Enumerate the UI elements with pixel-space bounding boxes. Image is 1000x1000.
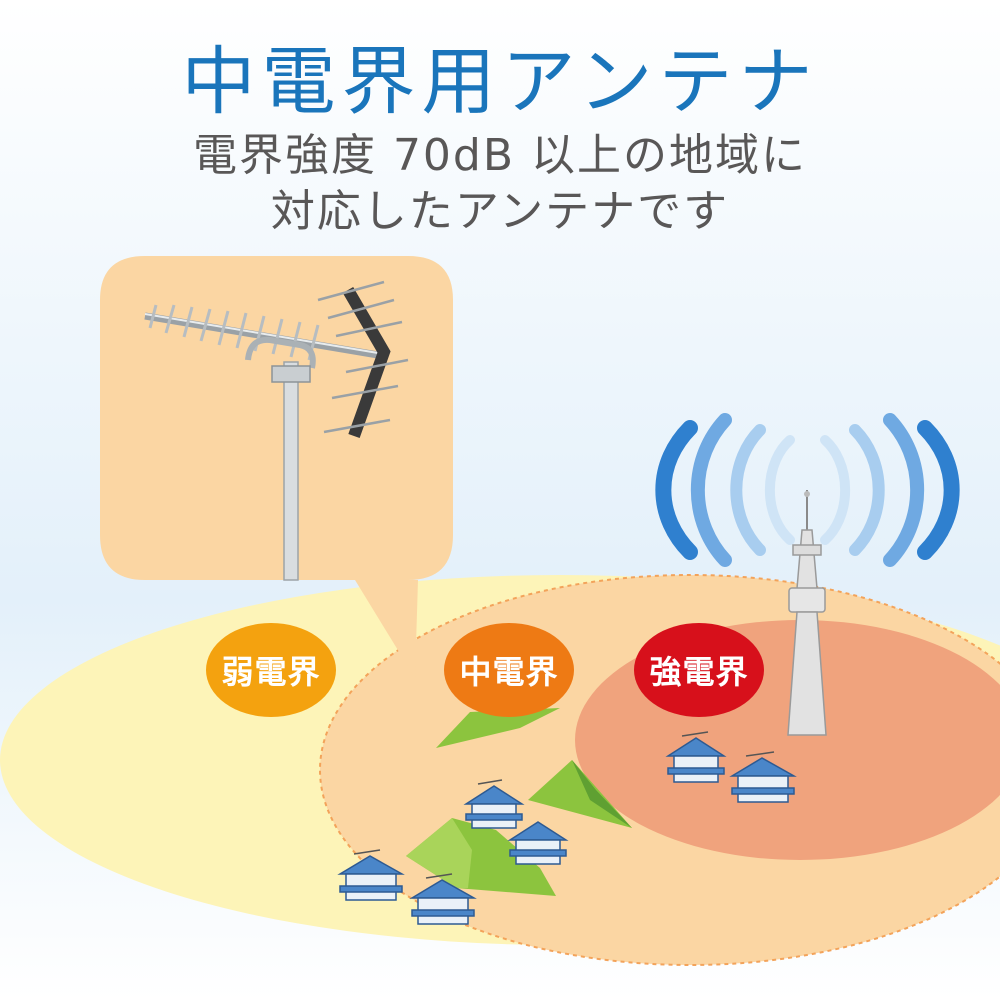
page-subtitle: 電界強度 70dB 以上の地域に 対応したアンテナです — [0, 128, 1000, 240]
uhf-antenna-icon — [144, 280, 409, 581]
page-title: 中電界用アンテナ — [181, 39, 819, 125]
broadcast-tower-icon — [787, 490, 827, 736]
antenna-callout — [100, 256, 453, 678]
subtitle-line-1: 電界強度 70dB 以上の地域に — [192, 130, 808, 181]
subtitle-line-2: 対応したアンテナです — [270, 186, 730, 237]
strong-field-badge: 強電界 — [634, 623, 764, 717]
signal-wave-icon — [655, 413, 960, 567]
mountain-icon — [406, 708, 632, 896]
medium-field-badge: 中電界 — [444, 623, 574, 717]
house-icon — [337, 731, 797, 925]
weak-field-badge: 弱電界 — [206, 623, 336, 717]
